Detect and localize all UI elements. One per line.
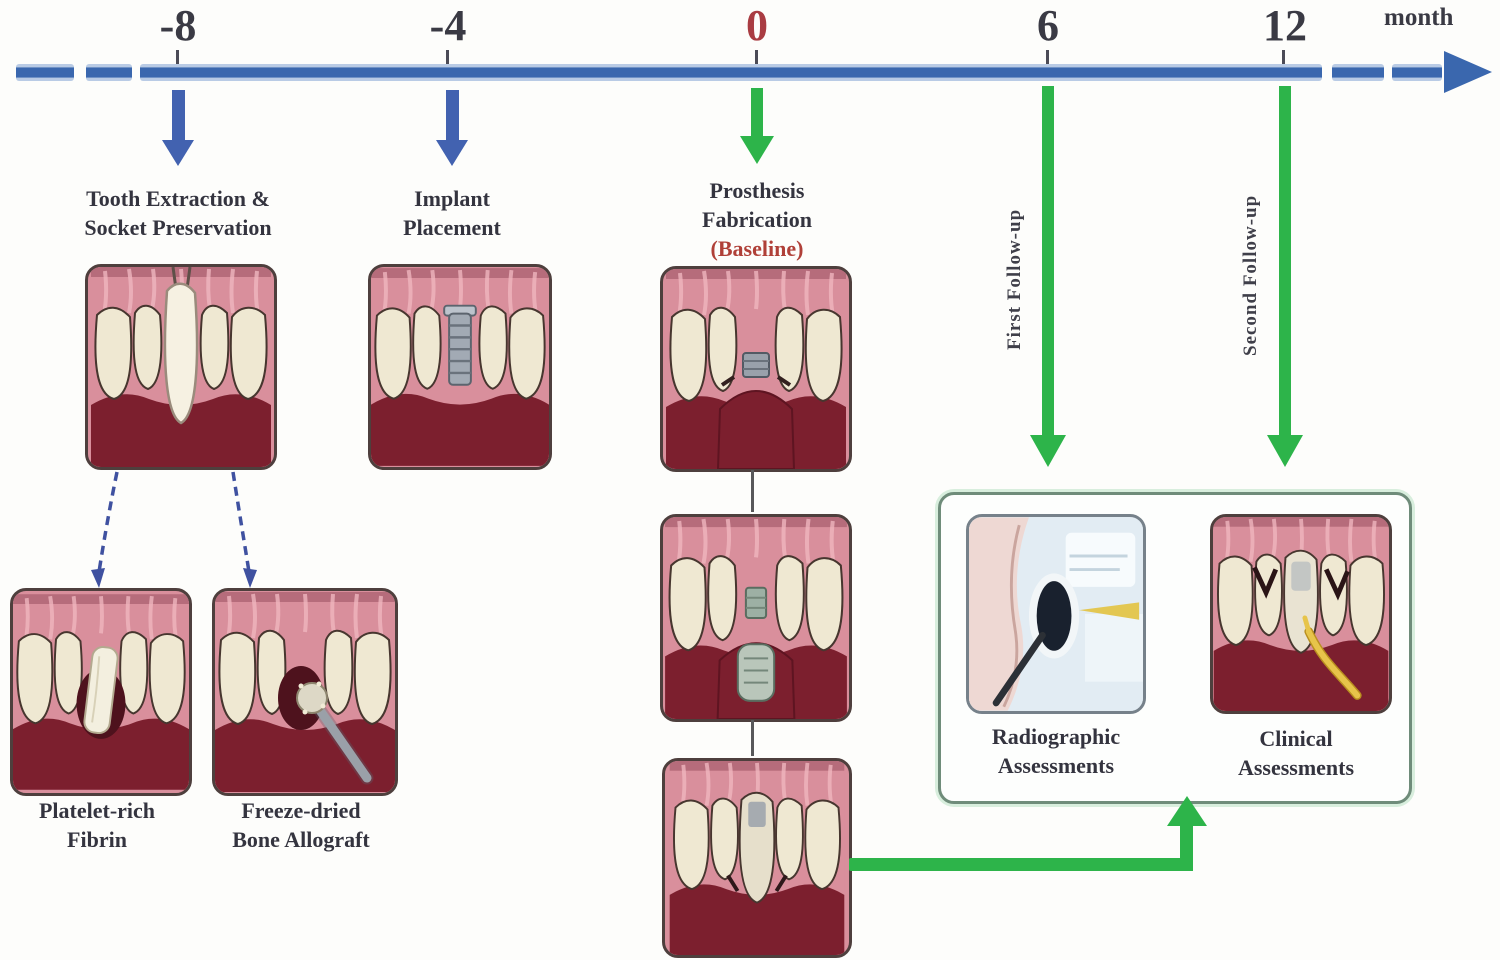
abutment-crown-illustration: [660, 514, 852, 722]
allograft-caption-line2: Bone Allograft: [232, 827, 370, 853]
implant-caption-line1: Implant: [414, 186, 490, 211]
extraction-caption: Tooth Extraction & Socket Preservation: [84, 184, 271, 242]
implant-illustration: [368, 264, 552, 470]
timeline-dash-segment: [1332, 64, 1384, 81]
radiographic-caption-line2: Assessments: [997, 753, 1115, 779]
final-crown-illustration: [662, 758, 852, 958]
tick-mark: [446, 50, 449, 64]
tick-mark: [755, 50, 758, 64]
arrow-down-prosthesis-icon: [740, 88, 774, 164]
tick-label-zero: 0: [746, 1, 768, 50]
timeline-dash-segment: [1392, 64, 1442, 81]
clinical-illustration: [1210, 514, 1392, 714]
first-followup-label: First Follow-up: [1004, 208, 1025, 350]
timeline-arrowhead-icon: [1444, 51, 1492, 93]
tick-label-minus4: -4: [429, 1, 467, 50]
prf-illustration: [10, 588, 192, 796]
allograft-caption-line1: Freeze-dried: [241, 798, 361, 823]
prf-caption-line1: Platelet-rich: [38, 798, 156, 823]
prosthesis-caption-line2: Fabrication: [702, 207, 812, 233]
second-followup-label: Second Follow-up: [1240, 194, 1261, 356]
extraction-caption-line2: Socket Preservation: [84, 215, 272, 241]
clinical-caption-line1: Clinical: [1259, 726, 1333, 751]
timeline-dash-segment: [86, 64, 132, 81]
followup-flow-arrow-horizontal: [849, 858, 1193, 871]
prf-caption-line2: Fibrin: [67, 827, 127, 853]
radiographic-caption-line1: Radiographic: [991, 724, 1121, 749]
radiographic-illustration: [966, 514, 1146, 714]
tick-label-twelve: 12: [1263, 1, 1307, 50]
axis-unit-label: month: [1384, 4, 1454, 31]
timeline-dash-segment: [16, 64, 74, 81]
arrow-down-extraction-icon: [162, 90, 194, 166]
extraction-caption-line1: Tooth Extraction &: [86, 186, 270, 211]
tick-label-minus8: -8: [159, 1, 197, 50]
healing-abutment-illustration: [660, 266, 852, 472]
arrow-down-implant-icon: [436, 90, 468, 166]
prosthesis-caption: Prosthesis Fabrication (Baseline): [702, 176, 812, 263]
radiographic-caption: Radiographic Assessments: [992, 722, 1120, 780]
prosthesis-step-connector: [751, 720, 754, 756]
arrow-down-first-followup-icon: [1030, 86, 1066, 467]
prf-caption: Platelet-rich Fibrin: [39, 796, 155, 854]
prosthesis-caption-line1: Prosthesis: [709, 178, 805, 203]
arrow-down-second-followup-icon: [1267, 86, 1303, 467]
clinical-caption: Clinical Assessments: [1238, 724, 1354, 782]
implant-caption-line2: Placement: [403, 215, 501, 241]
tick-label-six: 6: [1037, 1, 1059, 50]
tick-mark: [1282, 50, 1285, 64]
tick-mark: [1046, 50, 1049, 64]
prosthesis-step-connector: [751, 470, 754, 512]
allograft-caption: Freeze-dried Bone Allograft: [232, 796, 370, 854]
followup-flow-arrow-vertical: [1180, 824, 1193, 871]
prosthesis-caption-line3: (Baseline): [710, 236, 804, 262]
tick-mark: [176, 50, 179, 64]
extraction-illustration: [85, 264, 277, 470]
clinical-caption-line2: Assessments: [1237, 755, 1355, 781]
followup-flow-arrowhead-icon: [1167, 796, 1207, 826]
branch-arrows-icon: [91, 471, 257, 588]
timeline-solid-segment: [140, 64, 1322, 81]
allograft-illustration: [212, 588, 398, 796]
implant-caption: Implant Placement: [403, 184, 501, 242]
